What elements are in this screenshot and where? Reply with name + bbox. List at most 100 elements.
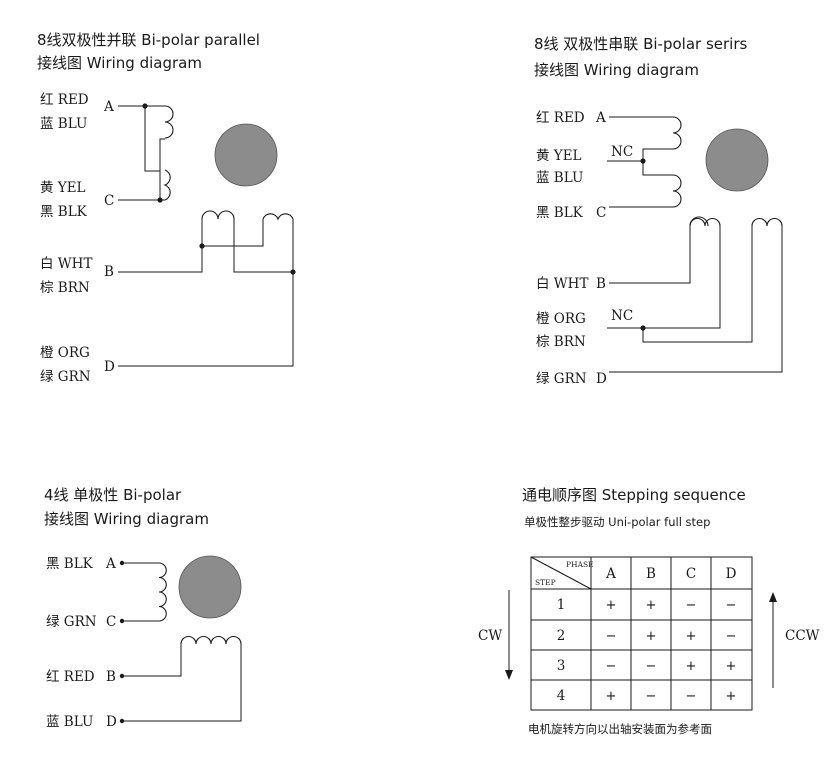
four-wire-title: 4线 单极性 Bi-polar xyxy=(44,486,182,504)
rotor-icon xyxy=(214,123,278,187)
terminal-label: B xyxy=(596,276,606,292)
coil-icon xyxy=(751,218,783,227)
junction-dot xyxy=(199,243,205,249)
phase-cell: − xyxy=(686,598,697,613)
coil-icon xyxy=(180,636,242,645)
wire-label: 黑 BLK xyxy=(46,556,94,572)
wire-label: 白 WHT xyxy=(40,256,92,272)
terminal-label: B xyxy=(106,669,116,685)
wire-label: 红 RED xyxy=(536,110,585,126)
sequence-subtitle: 单极性整步驱动 Uni-polar full step xyxy=(524,515,710,529)
wire-label: 黄 YEL xyxy=(40,180,86,196)
terminal-label: B xyxy=(104,264,114,280)
wire-line xyxy=(643,226,721,329)
phase-cell: − xyxy=(606,659,617,674)
parallel-wiring-diagram: 8线双极性并联 Bi-polar parallel 接线图 Wiring dia… xyxy=(37,31,296,385)
wire-label: 绿 GRN xyxy=(46,614,97,630)
four-wire-diagram: 4线 单极性 Bi-polar 接线图 Wiring diagram 黑 BLK… xyxy=(44,486,242,730)
parallel-title: 8线双极性并联 Bi-polar parallel xyxy=(37,31,260,49)
junction-dot xyxy=(640,158,646,164)
phase-cell: − xyxy=(726,598,737,613)
wire-label: 黄 YEL xyxy=(536,148,582,164)
four-wire-subtitle: 接线图 Wiring diagram xyxy=(44,510,209,528)
coil-icon xyxy=(158,562,167,622)
wire-label: 白 WHT xyxy=(536,276,588,292)
phase-cell: + xyxy=(646,598,657,613)
terminal-label: D xyxy=(106,714,117,730)
step-number: 1 xyxy=(557,597,566,613)
nc-label: NC xyxy=(611,308,633,324)
stepping-sequence: 通电顺序图 Stepping sequence 单极性整步驱动 Uni-pola… xyxy=(478,486,820,736)
phase-cell: + xyxy=(606,689,617,704)
wire-label: 橙 ORG xyxy=(40,345,90,361)
junction-dot xyxy=(290,269,296,275)
terminal-label: D xyxy=(596,371,607,387)
phase-label: C xyxy=(686,566,696,582)
step-number: 4 xyxy=(557,688,566,704)
wire-label: 橙 ORG xyxy=(536,311,586,327)
phase-cell: − xyxy=(726,629,737,644)
step-header: STEP xyxy=(535,578,556,587)
header-diagonal xyxy=(530,556,592,590)
wire-line xyxy=(642,161,673,176)
coil-icon xyxy=(163,169,171,201)
wire-label: 绿 GRN xyxy=(536,371,587,387)
wire-label: 棕 BRN xyxy=(40,280,90,296)
phase-cell: − xyxy=(686,689,697,704)
series-subtitle: 接线图 Wiring diagram xyxy=(534,61,699,79)
wire-label: 绿 GRN xyxy=(40,369,91,385)
wire-line xyxy=(233,219,293,273)
arrow-head-icon xyxy=(769,592,777,602)
wire-label: 红 RED xyxy=(40,92,89,108)
wire-label: 蓝 BLU xyxy=(536,170,583,186)
sequence-table xyxy=(530,556,753,711)
rotor-icon xyxy=(705,128,769,192)
wire-line xyxy=(609,226,691,284)
nc-label: NC xyxy=(611,144,633,160)
phase-cell: + xyxy=(646,629,657,644)
phase-header: PHASE xyxy=(566,560,594,569)
junction-dot xyxy=(157,197,163,203)
phase-cell: + xyxy=(686,659,697,674)
wire-line xyxy=(607,226,753,343)
wire-line xyxy=(122,644,242,722)
coil-icon xyxy=(672,116,682,150)
terminal-label: A xyxy=(105,556,116,572)
terminal-label: C xyxy=(106,614,116,630)
wire-label: 蓝 BLU xyxy=(40,116,87,132)
wire-label: 棕 BRN xyxy=(536,334,586,350)
wire-line xyxy=(118,219,294,367)
coil-icon xyxy=(672,174,682,208)
step-number: 2 xyxy=(557,628,566,644)
phase-cell: + xyxy=(726,659,737,674)
phase-cell: + xyxy=(686,629,697,644)
sequence-note: 电机旋转方向以出轴安装面为参考面 xyxy=(528,722,712,736)
wire-label: 黑 BLK xyxy=(536,205,584,221)
coil-icon xyxy=(689,218,721,227)
wire-line xyxy=(202,219,264,247)
wire-label: 黑 BLK xyxy=(40,204,88,220)
step-number: 3 xyxy=(557,658,566,674)
wire-line xyxy=(118,219,203,273)
series-title: 8线 双极性串联 Bi-polar serirs xyxy=(534,35,747,53)
terminal-label: C xyxy=(596,205,606,221)
terminal-label: C xyxy=(104,193,114,209)
junction-dot xyxy=(640,325,646,331)
coil-icon xyxy=(262,213,294,221)
phase-label: D xyxy=(726,566,737,582)
wire-label: 蓝 BLU xyxy=(46,714,93,730)
coil-icon xyxy=(201,210,235,220)
wire-line xyxy=(609,226,783,373)
wire-line xyxy=(144,106,160,172)
wire-label: 红 RED xyxy=(46,669,95,685)
arrow-head-icon xyxy=(505,670,513,680)
wire-line xyxy=(159,138,165,200)
junction-dot xyxy=(142,103,148,109)
rotor-icon xyxy=(178,555,242,619)
terminal-label: A xyxy=(103,99,114,115)
series-wiring-diagram: 8线 双极性串联 Bi-polar serirs 接线图 Wiring diag… xyxy=(534,35,783,387)
phase-cell: − xyxy=(606,629,617,644)
parallel-subtitle: 接线图 Wiring diagram xyxy=(37,54,202,72)
coil-icon xyxy=(164,105,174,139)
sequence-title: 通电顺序图 Stepping sequence xyxy=(522,486,746,504)
